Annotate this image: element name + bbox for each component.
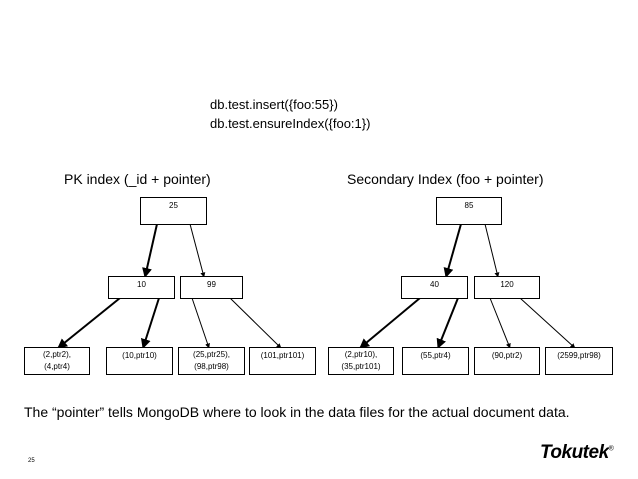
pk-leaf-node: (25,ptr25), (98,ptr98) bbox=[178, 347, 245, 375]
secondary-root-node: 85 bbox=[436, 197, 502, 225]
secondary-index-title: Secondary Index (foo + pointer) bbox=[347, 171, 544, 187]
caption: The “pointer” tells MongoDB where to loo… bbox=[24, 404, 570, 420]
pk-internal-node-left: 10 bbox=[108, 276, 175, 299]
insert-command: db.test.insert({foo:55}) bbox=[210, 97, 338, 112]
secondary-leaf-node: (90,ptr2) bbox=[474, 347, 540, 375]
edge bbox=[189, 223, 206, 278]
leaf-entry: (55,ptr4) bbox=[420, 351, 451, 360]
edge bbox=[489, 297, 511, 349]
node-key: 99 bbox=[207, 280, 216, 289]
registered-mark: ® bbox=[608, 445, 614, 453]
pk-leaf-node: (101,ptr101) bbox=[249, 347, 316, 375]
pk-leaf-node: (10,ptr10) bbox=[106, 347, 173, 375]
edge bbox=[484, 223, 500, 278]
edge bbox=[359, 297, 421, 349]
leaf-entry: (10,ptr10) bbox=[122, 351, 157, 360]
leaf-entry: (35,ptr101) bbox=[341, 362, 381, 371]
logo-text: Tokutek bbox=[540, 442, 609, 463]
leaf-entry: (90,ptr2) bbox=[491, 351, 523, 360]
secondary-internal-node-left: 40 bbox=[401, 276, 468, 299]
secondary-leaf-node: (2599,ptr98) bbox=[545, 347, 613, 375]
secondary-leaf-node: (55,ptr4) bbox=[402, 347, 469, 375]
leaf-entry: (4,ptr4) bbox=[44, 362, 70, 371]
leaf-entry: (2,ptr2), bbox=[42, 350, 71, 359]
edge bbox=[519, 297, 576, 349]
ensure-index-command: db.test.ensureIndex({foo:1}) bbox=[210, 116, 371, 131]
leaf-entry: (2599,ptr98) bbox=[557, 351, 601, 360]
node-key: 10 bbox=[137, 280, 146, 289]
edge bbox=[443, 223, 462, 278]
leaf-entry: (2,ptr10), bbox=[344, 350, 378, 359]
edge bbox=[140, 297, 160, 349]
pk-internal-node-right: 99 bbox=[180, 276, 243, 299]
pk-index-title: PK index (_id + pointer) bbox=[64, 171, 211, 187]
pk-leaf-node: (2,ptr2), (4,ptr4) bbox=[24, 347, 90, 375]
slide-number: 25 bbox=[28, 458, 35, 464]
edge bbox=[436, 297, 459, 349]
edge bbox=[142, 223, 158, 278]
leaf-entry: (25,ptr25), bbox=[193, 350, 230, 359]
leaf-entry: (98,ptr98) bbox=[194, 362, 229, 371]
pk-root-node: 25 bbox=[140, 197, 207, 225]
edge bbox=[229, 297, 282, 349]
secondary-internal-node-right: 120 bbox=[474, 276, 540, 299]
node-key: 25 bbox=[169, 201, 178, 210]
edge bbox=[191, 297, 210, 349]
node-key: 85 bbox=[464, 201, 474, 210]
edge bbox=[57, 297, 121, 349]
node-key: 120 bbox=[500, 280, 514, 289]
tokutek-logo: Tokutek® bbox=[540, 442, 614, 464]
node-key: 40 bbox=[430, 280, 439, 289]
secondary-leaf-node: (2,ptr10), (35,ptr101) bbox=[328, 347, 394, 375]
leaf-entry: (101,ptr101) bbox=[260, 351, 305, 360]
